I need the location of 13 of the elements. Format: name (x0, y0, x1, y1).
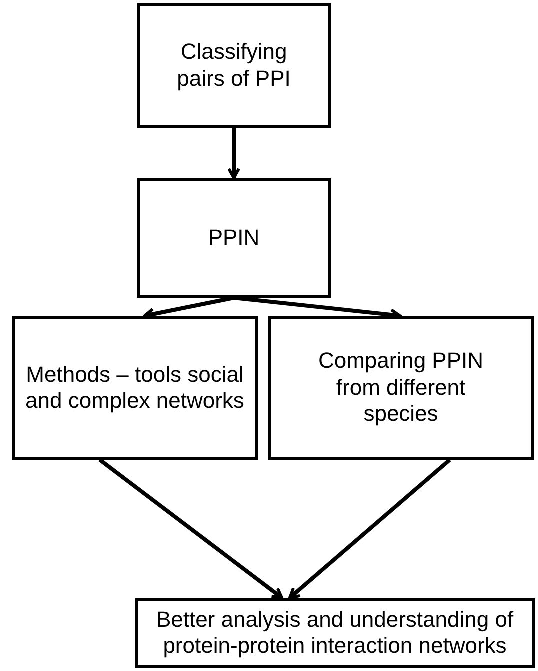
arrow (98, 458, 284, 600)
box-text: Comparing PPIN from different species (317, 348, 485, 428)
box-text: Classifying pairs of PPI (176, 39, 292, 92)
arrow (228, 128, 240, 180)
box-text: Methods – tools social and complex networks (24, 362, 246, 414)
arrow (288, 458, 452, 600)
process-box (137, 3, 331, 128)
process-box (137, 178, 331, 298)
box-text: Better analysis and understanding of protein-protein interaction networks (155, 606, 515, 660)
process-box (268, 316, 534, 460)
box-text: PPIN (208, 224, 260, 252)
process-box (135, 598, 535, 668)
process-box (12, 316, 258, 460)
